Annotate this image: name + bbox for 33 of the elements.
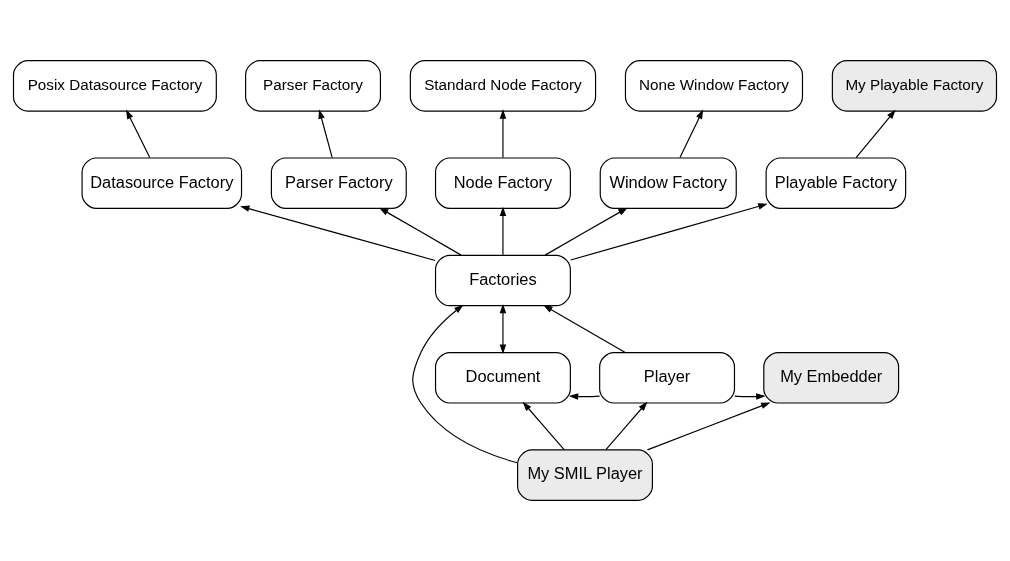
node-box: Document: [434, 352, 571, 404]
node-box: Parser Factory: [270, 157, 407, 209]
arrow: [499, 303, 507, 354]
node-box: My Playable Factory: [831, 60, 998, 112]
node-box: None Window Factory: [624, 60, 804, 112]
arrow: [570, 203, 768, 261]
node-box: Standard Node Factory: [409, 60, 597, 112]
node-box: Player: [599, 352, 736, 404]
arrow: [855, 109, 896, 159]
node-box: Factories: [434, 254, 571, 307]
arrow: [544, 207, 628, 256]
arrow: [568, 393, 601, 400]
node-box: Node Factory: [434, 157, 571, 209]
arrow: [522, 401, 565, 451]
arrow: [240, 205, 436, 262]
arrow: [379, 207, 462, 256]
arrow: [318, 109, 333, 159]
arrow: [499, 109, 507, 159]
arrow: [605, 401, 648, 451]
node-box: Datasource Factory: [81, 157, 243, 209]
node-box: Parser Factory: [245, 60, 382, 112]
arrow: [412, 304, 518, 464]
node-box: Window Factory: [599, 157, 737, 209]
node-box: Playable Factory: [765, 157, 907, 209]
arrow: [646, 402, 771, 451]
arrow: [734, 393, 766, 400]
arrow: [126, 109, 151, 159]
arrow: [543, 304, 626, 353]
node-box: My SMIL Player: [517, 449, 653, 501]
node-box: My Embedder: [763, 352, 900, 404]
arrow: [499, 206, 507, 256]
node-box: Posix Datasource Factory: [12, 60, 217, 112]
arrow: [679, 109, 704, 159]
